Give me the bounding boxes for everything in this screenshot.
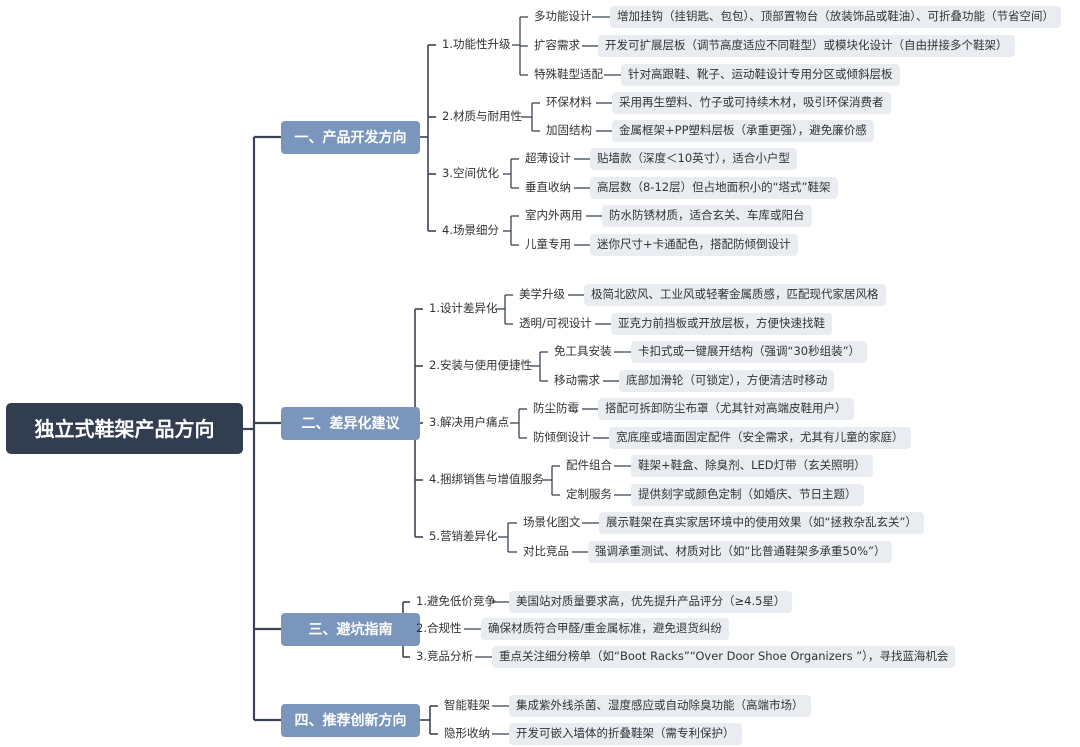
leaf-competitor-analysis-desc[interactable]: 重点关注细分榜单（如“Boot Racks”“Over Door Shoe Or… — [492, 646, 956, 668]
leaf-special-shoe-desc[interactable]: 针对高跟鞋、靴子、运动鞋设计专用分区或倾斜层板 — [621, 64, 900, 86]
leaf-tool-free-desc[interactable]: 卡扣式或一键展开结构（强调“30秒组装”） — [631, 341, 868, 363]
item-multifunction[interactable]: 多功能设计 — [534, 9, 592, 23]
leaf-accessories-desc[interactable]: 鞋架+鞋盒、除臭剂、LED灯带（玄关照明） — [631, 455, 873, 477]
item-eco-material[interactable]: 环保材料 — [546, 95, 592, 109]
item-vertical[interactable]: 垂直收纳 — [525, 180, 571, 194]
leaf-dustproof-desc[interactable]: 搭配可拆卸防尘布罩（尤其针对高端皮鞋用户） — [598, 398, 854, 420]
root-topic[interactable]: 独立式鞋架产品方向 — [6, 403, 243, 454]
leaf-vertical-desc[interactable]: 高层数（8-12层）但占地面积小的“塔式”鞋架 — [590, 177, 838, 199]
group-scenario[interactable]: 4.场景细分 — [442, 223, 499, 237]
item-special-shoe[interactable]: 特殊鞋型适配 — [534, 67, 603, 81]
leaf-scene-graphics-desc[interactable]: 展示鞋架在真实家居环境中的使用效果（如“拯救杂乱玄关”） — [599, 512, 924, 534]
group-functional-upgrade[interactable]: 1.功能性升级 — [442, 37, 511, 51]
group-design-diff[interactable]: 1.设计差异化 — [429, 301, 498, 315]
leaf-slim-desc[interactable]: 贴墙款（深度＜10英寸），适合小户型 — [590, 148, 797, 170]
item-anti-tip[interactable]: 防倾倒设计 — [533, 430, 591, 444]
group-installation[interactable]: 2.安装与使用便捷性 — [429, 358, 532, 372]
leaf-mobility-desc[interactable]: 底部加滑轮（可锁定），方便清洁时移动 — [619, 370, 835, 392]
item-transparent[interactable]: 透明/可视设计 — [519, 316, 592, 330]
item-tool-free[interactable]: 免工具安装 — [554, 344, 612, 358]
leaf-aesthetic-desc[interactable]: 极简北欧风、工业风或轻奢金属质感，匹配现代家居风格 — [584, 284, 886, 306]
leaf-customization-desc[interactable]: 提供刻字或颜色定制（如婚庆、节日主题） — [631, 484, 864, 506]
leaf-hidden-storage-desc[interactable]: 开发可嵌入墙体的折叠鞋架（需专利保护） — [509, 723, 742, 745]
item-slim[interactable]: 超薄设计 — [525, 151, 571, 165]
item-competitor-compare[interactable]: 对比竞品 — [523, 544, 569, 558]
item-scene-graphics[interactable]: 场景化图文 — [523, 515, 581, 529]
item-mobility[interactable]: 移动需求 — [554, 373, 600, 387]
item-compliance[interactable]: 2.合规性 — [416, 621, 462, 635]
item-aesthetic[interactable]: 美学升级 — [519, 287, 565, 301]
item-hidden-storage[interactable]: 隐形收纳 — [444, 726, 490, 740]
item-reinforced[interactable]: 加固结构 — [546, 123, 592, 137]
section-pitfalls[interactable]: 三、避坑指南 — [281, 613, 420, 646]
section-innovation[interactable]: 四、推荐创新方向 — [281, 704, 420, 737]
section-product-development[interactable]: 一、产品开发方向 — [281, 121, 420, 154]
leaf-expansion-desc[interactable]: 开发可扩展层板（调节高度适应不同鞋型）或模块化设计（自由拼接多个鞋架） — [598, 35, 1015, 57]
leaf-indoor-outdoor-desc[interactable]: 防水防锈材质，适合玄关、车库或阳台 — [602, 205, 812, 227]
group-marketing[interactable]: 5.营销差异化 — [429, 529, 498, 543]
item-indoor-outdoor[interactable]: 室内外两用 — [525, 208, 583, 222]
group-pain-points[interactable]: 3.解决用户痛点 — [429, 415, 509, 429]
leaf-anti-tip-desc[interactable]: 宽底座或墙面固定配件（安全需求，尤其有儿童的家庭） — [609, 427, 911, 449]
group-space[interactable]: 3.空间优化 — [442, 166, 499, 180]
leaf-smart-rack-desc[interactable]: 集成紫外线杀菌、湿度感应或自动除臭功能（高端市场） — [509, 695, 811, 717]
item-dustproof[interactable]: 防尘防霉 — [533, 401, 579, 415]
leaf-transparent-desc[interactable]: 亚克力前挡板或开放层板，方便快速找鞋 — [611, 313, 832, 335]
leaf-eco-material-desc[interactable]: 采用再生塑料、竹子或可持续木材，吸引环保消费者 — [612, 92, 891, 114]
item-competitor-analysis[interactable]: 3.竞品分析 — [416, 649, 473, 663]
leaf-competitor-compare-desc[interactable]: 强调承重测试、材质对比（如“比普通鞋架多承重50%”） — [588, 541, 893, 563]
section-differentiation[interactable]: 二、差异化建议 — [281, 407, 420, 440]
item-accessories[interactable]: 配件组合 — [566, 458, 612, 472]
group-material[interactable]: 2.材质与耐用性 — [442, 109, 522, 123]
item-smart-rack[interactable]: 智能鞋架 — [444, 698, 490, 712]
leaf-reinforced-desc[interactable]: 金属框架+PP塑料层板（承重更强），避免廉价感 — [612, 120, 874, 142]
leaf-avoid-low-price-desc[interactable]: 美国站对质量要求高，优先提升产品评分（≥4.5星） — [509, 591, 793, 613]
group-bundle[interactable]: 4.捆绑销售与增值服务 — [429, 472, 544, 486]
leaf-kids-desc[interactable]: 迷你尺寸+卡通配色，搭配防倾倒设计 — [590, 234, 798, 256]
leaf-multifunction-desc[interactable]: 增加挂钩（挂钥匙、包包）、顶部置物台（放装饰品或鞋油）、可折叠功能（节省空间） — [610, 6, 1061, 28]
leaf-compliance-desc[interactable]: 确保材质符合甲醛/重金属标准，避免退货纠纷 — [481, 618, 729, 640]
item-expansion[interactable]: 扩容需求 — [534, 38, 580, 52]
item-customization[interactable]: 定制服务 — [566, 487, 612, 501]
item-avoid-low-price[interactable]: 1.避免低价竞争 — [416, 594, 496, 608]
item-kids[interactable]: 儿童专用 — [525, 237, 571, 251]
